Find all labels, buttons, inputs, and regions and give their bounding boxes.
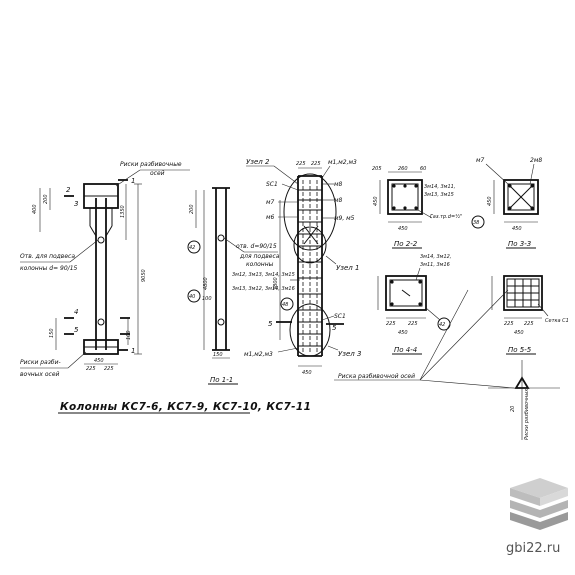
section-5-5: 225 225 450 Сетка С1 По 5-5 [491, 275, 569, 355]
mark-bars-main: 3м12, 3м13, 3м14, 3м15 [232, 272, 295, 278]
title-section-1-1: По 1-1 [210, 376, 233, 384]
label-otv-podvesa: Отв. для подвеса [20, 253, 75, 260]
section-3-3: м7 2м8 450 450 По 3-3 [476, 157, 542, 249]
side-elevation-view: 200 4800 100 150 отв. d=90/15 для подвес… [187, 187, 280, 385]
dim-225-44a: 225 [386, 321, 396, 327]
circle-38: 38 [473, 220, 479, 226]
stirrups [298, 189, 322, 347]
label-riska-axis: Риска разбивочной осей [338, 373, 415, 380]
dim-225-r-a: 225 [296, 161, 306, 167]
mark-bars-22: 3м14, 3м11, [424, 184, 455, 190]
label-riski-top: Риски разбивочные [120, 161, 182, 168]
dim-450-22v: 450 [373, 196, 379, 206]
dim-200-side: 200 [189, 204, 195, 214]
dim-200: 200 [43, 194, 49, 204]
dim-225-55b: 225 [524, 321, 534, 327]
label-riski-top-2: осей [150, 170, 165, 177]
label-riski-bottom: Риски разби- [20, 359, 61, 366]
website-label: gbi22.ru [506, 541, 560, 556]
section-mark-5-left: 5 [74, 326, 79, 334]
mark-sc1-bottom: SC1 [334, 313, 346, 320]
section-4-4: 3м14, 3м12, 3м11, 3м16 225 225 450 42 По… [377, 254, 451, 355]
section-2-2: 205 260 60 450 450 3м14, 3м11, 3м13, 3м1… [372, 166, 485, 249]
dim-225-r-b: 225 [311, 161, 321, 167]
node-2-oval [283, 173, 337, 251]
circle-48: 48 [282, 302, 288, 308]
section-mark-4-left: 4 [74, 308, 78, 316]
label-setka: Сетка С1 [545, 318, 569, 324]
node-3-oval [289, 303, 331, 357]
section-mark-3-left: 3 [74, 200, 78, 208]
section-mark-5-r2: 5 [332, 324, 337, 332]
node-1-oval [293, 226, 327, 264]
label-otv-mid-2: для подвеса [239, 253, 280, 260]
section-mark-2-left: 2 [66, 186, 71, 194]
dim-450-elev: 450 [94, 358, 104, 364]
label-otv-mid: отв. d=90/15 [236, 243, 277, 250]
label-otv-podvesa-2: колонны d= 90/15 [20, 265, 78, 272]
dim-225-elev-a: 225 [86, 366, 96, 372]
mark-m8-33: 2м8 [530, 157, 542, 164]
circle-40-side: 40 [189, 294, 195, 300]
mark-m9m5: м9, м5 [334, 215, 355, 222]
label-riski-vert: Риски разбивочных [524, 389, 530, 440]
mark-m8-b: м8 [334, 197, 343, 204]
mark-bars-44: 3м14, 3м12, [420, 254, 451, 260]
mark-bars-main-2: 3м13, 3м12, 3м14, 3м16 [232, 286, 295, 292]
drawing-title: Колонны КС7-6, КС7-9, КС7-10, КС7-11 [60, 401, 311, 413]
title-section-2-2: По 2-2 [394, 240, 418, 248]
dim-225-55a: 225 [504, 321, 514, 327]
label-otv-mid-3: колонны [246, 261, 274, 268]
dim-150-side: 150 [213, 352, 223, 358]
mark-m1m2m3-bottom: м1,м2,м3 [244, 351, 273, 358]
dim-100: 100 [126, 330, 132, 340]
label-uzel-3: Узел 3 [338, 350, 361, 358]
dim-150: 150 [49, 328, 55, 338]
mark-m7-33: м7 [476, 157, 485, 164]
label-gaz-truba: Газ.тр.d=½" [430, 213, 462, 220]
title-section-3-3: По 3-3 [508, 240, 531, 248]
dim-450-33v: 450 [487, 196, 493, 206]
dim-20: 20 [510, 406, 516, 412]
mark-m1m2m3: м1,м2,м3 [328, 159, 357, 166]
dim-60-22: 60 [420, 166, 426, 172]
label-riski-bottom-2: вочных осей [20, 371, 60, 378]
title-section-5-5: По 5-5 [508, 346, 532, 354]
dim-100-side: 100 [202, 296, 212, 302]
dim-9050: 9050 [141, 269, 147, 282]
dim-4800: 4800 [203, 277, 209, 290]
column-elevation-view: 1 1 2 3 4 5 9050 1350 400 200 150 100 45… [20, 161, 190, 378]
dim-450-r: 450 [302, 370, 312, 376]
dim-450-33: 450 [512, 226, 522, 232]
mark-sc1-top: SC1 [266, 181, 278, 188]
gbi22-logo [510, 478, 568, 530]
label-uzel-2: Узел 2 [246, 158, 270, 166]
circle-42-44: 42 [439, 322, 445, 328]
dim-205-22: 205 [372, 166, 382, 172]
label-uzel-1: Узел 1 [336, 264, 359, 272]
dim-225-44b: 225 [408, 321, 418, 327]
mark-m8: м8 [334, 181, 343, 188]
reinforcement-view: 225 225 450 3800 Узел 2 SC1 м7 м6 3м12, … [232, 158, 361, 376]
section-mark-5-r: 5 [268, 320, 273, 328]
dim-3800: 3800 [273, 277, 279, 290]
mark-bars-22b: 3м13, 3м15 [424, 192, 454, 198]
mark-bars-44b: 3м11, 3м16 [420, 262, 450, 268]
dim-1350: 1350 [120, 205, 126, 218]
mark-m7: м7 [266, 199, 275, 206]
dim-400: 400 [32, 204, 38, 214]
axis-mark-leaders: Риска разбивочной осей Риски разбивочных… [334, 289, 560, 440]
dim-450-22: 450 [398, 226, 408, 232]
circle-42-side: 42 [189, 245, 195, 251]
dim-450-44: 450 [398, 330, 408, 336]
dim-225-elev-b: 225 [104, 366, 114, 372]
dim-450-55: 450 [514, 330, 524, 336]
section-mark-1-top: 1 [131, 177, 135, 185]
title-section-4-4: По 4-4 [394, 346, 417, 354]
mark-m6: м6 [266, 214, 275, 221]
section-mark-1-bottom: 1 [131, 347, 135, 355]
dim-260-22: 260 [398, 166, 408, 172]
